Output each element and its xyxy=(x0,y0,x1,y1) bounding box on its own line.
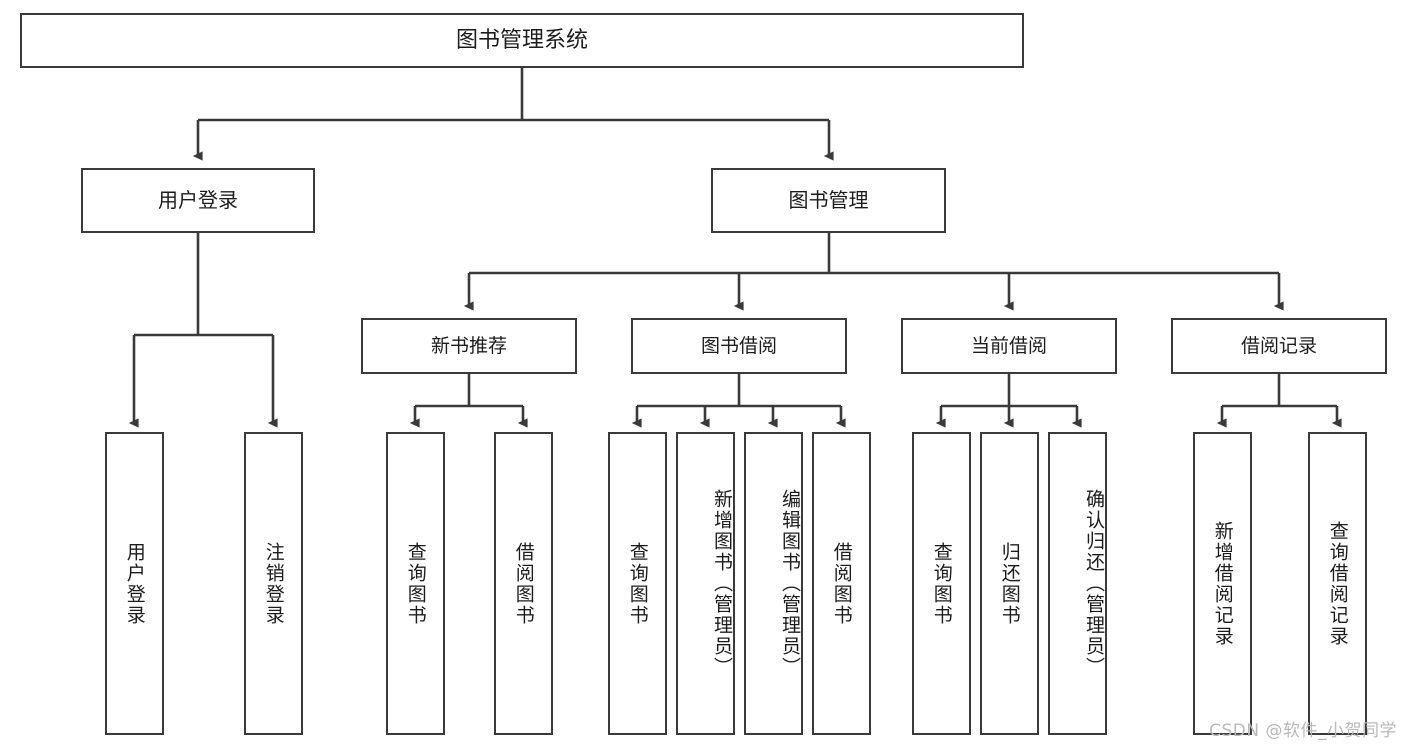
node-user-login[interactable]: 用户登录 xyxy=(81,168,315,233)
leaf-confirm-return-admin[interactable]: 确认归还（管理员） xyxy=(1048,432,1107,735)
leaf-query-borrow-record[interactable]: 查询借阅记录 xyxy=(1308,432,1367,735)
leaf-add-book-admin[interactable]: 新增图书（管理员） xyxy=(676,432,735,735)
node-book-borrow[interactable]: 图书借阅 xyxy=(631,318,847,374)
node-book-manage[interactable]: 图书管理 xyxy=(711,168,946,233)
leaf-logout-login[interactable]: 注销登录 xyxy=(244,432,303,735)
csdn-watermark: CSDN @软件_小贺同学 xyxy=(1209,721,1397,741)
leaf-borrow-book[interactable]: 借阅图书 xyxy=(812,432,871,735)
leaf-add-borrow-record[interactable]: 新增借阅记录 xyxy=(1193,432,1252,735)
leaf-query-book-recommend[interactable]: 查询图书 xyxy=(386,432,445,735)
node-new-book-recommend[interactable]: 新书推荐 xyxy=(361,318,577,374)
leaf-borrow-book-recommend[interactable]: 借阅图书 xyxy=(494,432,553,735)
leaf-edit-book-admin[interactable]: 编辑图书（管理员） xyxy=(744,432,803,735)
node-root-system[interactable]: 图书管理系统 xyxy=(20,13,1024,68)
node-borrow-record[interactable]: 借阅记录 xyxy=(1171,318,1387,374)
leaf-query-book-borrow[interactable]: 查询图书 xyxy=(608,432,667,735)
leaf-return-book[interactable]: 归还图书 xyxy=(980,432,1039,735)
leaf-user-login[interactable]: 用户登录 xyxy=(105,432,164,735)
leaf-query-book-current[interactable]: 查询图书 xyxy=(912,432,971,735)
node-current-borrow[interactable]: 当前借阅 xyxy=(901,318,1117,374)
